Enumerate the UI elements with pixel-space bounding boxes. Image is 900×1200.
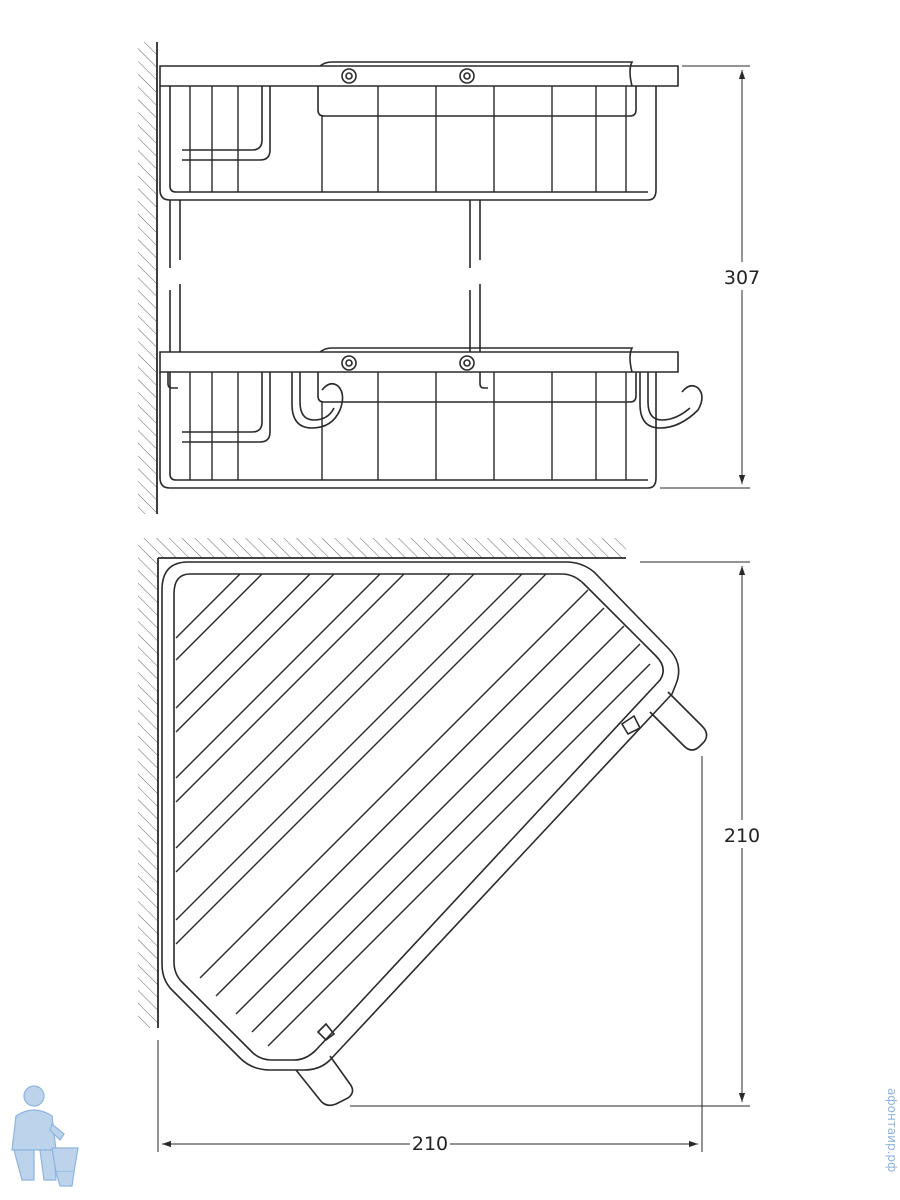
basket-wires	[189, 86, 627, 192]
basket-outline-outer	[161, 561, 680, 1071]
plumber-mascot-logo	[11, 1085, 79, 1187]
wall-hatch-side	[138, 42, 156, 514]
basket-diagonal-wires	[175, 573, 651, 1047]
watermark-site-text: афонтаир.рф	[885, 1088, 899, 1172]
mounting-post-right	[620, 691, 708, 751]
side-view	[138, 42, 750, 514]
depth-dimension-label: 210	[724, 825, 760, 847]
mount-screw	[341, 355, 357, 371]
mount-screw	[459, 68, 475, 84]
mounting-post-bottom	[295, 1022, 354, 1107]
hook-right	[639, 372, 703, 429]
basket-outline-inner	[173, 573, 664, 1061]
width-dimension-label: 210	[412, 1133, 448, 1155]
wall-hatch-left	[138, 556, 158, 1028]
upper-shelf	[159, 61, 679, 201]
mount-screw	[459, 355, 475, 371]
depth-dimension	[350, 561, 750, 1107]
mount-screw	[341, 68, 357, 84]
lower-shelf	[159, 347, 703, 489]
hook-left	[291, 372, 344, 429]
height-dimension-label: 307	[724, 267, 760, 289]
wall-hatch-top	[138, 538, 626, 558]
support-poles	[169, 200, 481, 352]
top-view	[138, 538, 750, 1152]
